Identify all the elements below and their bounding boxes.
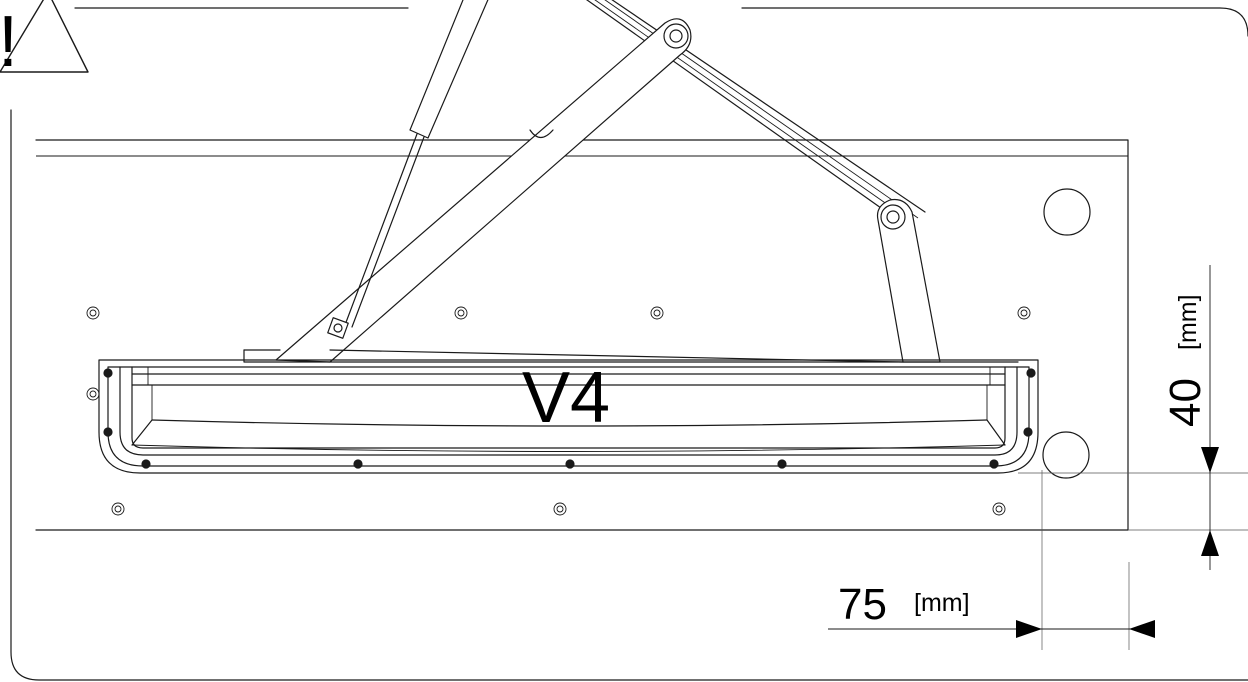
screw-icon [454, 306, 468, 320]
screw-icon [565, 459, 575, 469]
screw-icon [111, 502, 125, 516]
model-label: V4 [522, 358, 610, 438]
upper-lid [586, 0, 926, 226]
warning-symbol: ! [0, 2, 18, 82]
screw-icon [1026, 368, 1036, 378]
dimension-vertical: 40 [mm] [1018, 265, 1248, 570]
screw-icon [992, 502, 1006, 516]
dimension-vertical-value: 40 [1161, 378, 1210, 427]
screw-icon [650, 306, 664, 320]
screw-icon [86, 306, 100, 320]
dimension-vertical-unit: [mm] [1174, 294, 1202, 350]
screw-icon [1017, 306, 1031, 320]
warning-triangle-icon: ! [0, 0, 89, 82]
tray [98, 359, 1039, 474]
gas-strut [327, 0, 489, 339]
screw-icon [103, 368, 113, 378]
tray-screws [103, 368, 1036, 469]
lifting-mechanism [243, 0, 1019, 363]
panel-hole-lower [1042, 431, 1090, 479]
screw-icon [553, 502, 567, 516]
screw-icon [141, 459, 151, 469]
screw-icon [989, 459, 999, 469]
dimension-horizontal-unit: [mm] [914, 589, 970, 617]
base-panel [35, 139, 1129, 531]
arrow-right-icon [1016, 620, 1042, 638]
right-arm [876, 198, 941, 363]
screw-icon [353, 459, 363, 469]
dimension-horizontal-value: 75 [838, 580, 887, 629]
outer-frame [10, 7, 1248, 681]
dimension-horizontal: 75 [mm] [828, 470, 1155, 650]
panel-holes [1042, 188, 1091, 479]
panel-hole-upper [1043, 188, 1091, 236]
screw-icon [103, 427, 113, 437]
arrow-left-icon [1129, 620, 1155, 638]
arrow-down-icon [1201, 447, 1219, 473]
main-arm [275, 18, 692, 363]
screw-icon [86, 387, 100, 401]
screw-icon [1023, 427, 1033, 437]
arrow-up-icon [1201, 530, 1219, 556]
screw-icon [777, 459, 787, 469]
